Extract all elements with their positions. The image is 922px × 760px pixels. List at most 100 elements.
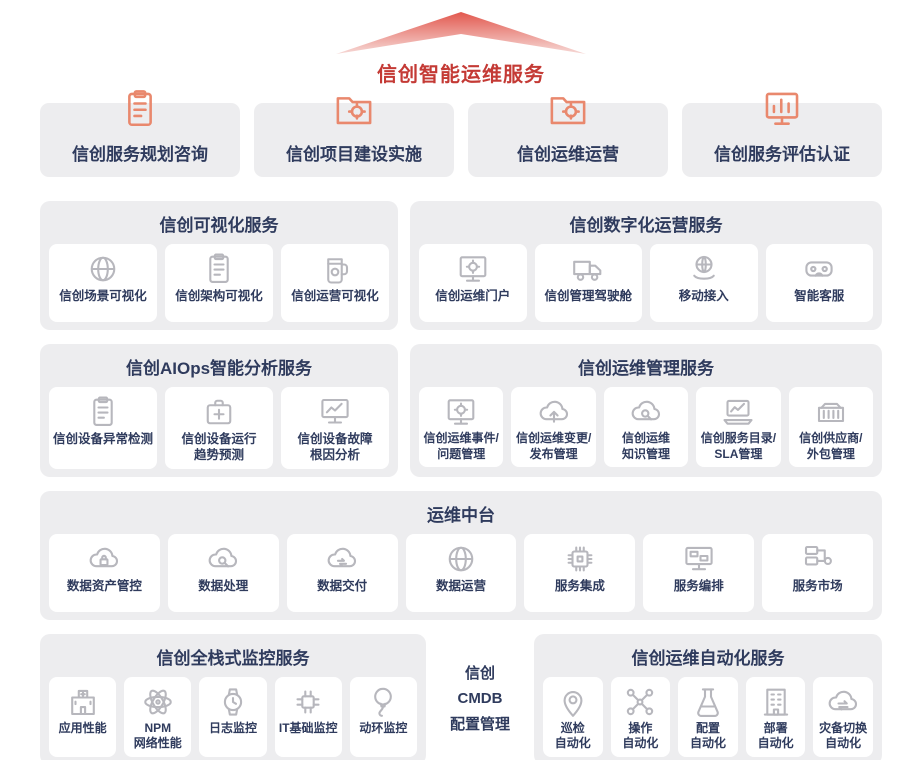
visualization-cards: 信创场景可视化信创架构可视化信创运营可视化 <box>49 244 389 322</box>
service-card: 信创运维变更/ 发布管理 <box>511 387 596 468</box>
clipboard-icon <box>118 87 162 131</box>
service-card: 信创运维运营 <box>468 97 668 177</box>
service-card-label: 信创服务规划咨询 <box>72 145 208 164</box>
service-card-label: 信创运维变更/ 发布管理 <box>515 431 592 461</box>
service-card-label: 数据运营 <box>436 578 487 593</box>
medkit-icon <box>201 394 237 430</box>
chip-icon <box>562 541 598 577</box>
service-card: 移动接入 <box>650 244 758 322</box>
service-card: 信创服务规划咨询 <box>40 90 240 177</box>
service-card-label: 数据交付 <box>317 578 368 593</box>
service-card: 信创服务目录/ SLA管理 <box>696 387 781 468</box>
gear-screen-icon <box>455 251 491 287</box>
row-middle-platform: 运维中台 数据资产管控数据处理数据交付数据运营服务集成服务编排服务市场 <box>40 490 882 620</box>
service-card-label: 部署 自动化 <box>757 720 794 751</box>
service-card-label: 信创运维运营 <box>517 145 619 164</box>
flask-icon <box>690 684 726 720</box>
header-up-arrow-icon <box>40 0 882 54</box>
vr-headset-icon <box>801 251 837 287</box>
folder-gear-icon <box>546 87 590 131</box>
aiops-cards: 信创设备异常检测信创设备运行 趋势预测信创设备故障 根因分析 <box>49 387 389 469</box>
service-card-label: NPM 网络性能 <box>133 720 182 751</box>
service-card-label: 信创运维事件/ 问题管理 <box>423 431 499 461</box>
service-card-label: 信创项目建设实施 <box>286 145 422 164</box>
building-icon <box>758 684 794 720</box>
service-card: IT基础监控 <box>274 676 342 757</box>
panel-title: 信创可视化服务 <box>159 216 279 235</box>
cloud-switch-icon <box>825 684 861 720</box>
panel-middle-platform: 运维中台 数据资产管控数据处理数据交付数据运营服务集成服务编排服务市场 <box>40 490 882 620</box>
ops-management-cards: 信创运维事件/ 问题管理信创运维变更/ 发布管理信创运维 知识管理信创服务目录/… <box>419 387 874 468</box>
service-card: 信创运维事件/ 问题管理 <box>419 387 504 468</box>
service-card-label: 灾备切换 自动化 <box>819 720 868 751</box>
person-pin-icon <box>555 684 591 720</box>
balloon-icon <box>365 684 401 720</box>
service-card: 日志监控 <box>199 676 267 757</box>
container-icon <box>813 394 849 430</box>
service-card-label: IT基础监控 <box>278 720 338 735</box>
clipboard-icon <box>85 394 121 430</box>
service-card-label: 服务市场 <box>792 578 843 593</box>
cloud-up-icon <box>536 394 572 430</box>
service-card: 信创项目建设实施 <box>254 97 454 177</box>
service-card-label: 信创架构可视化 <box>175 289 263 303</box>
service-card-label: 信创供应商/ 外包管理 <box>799 431 863 461</box>
service-card-label: 服务编排 <box>673 578 724 593</box>
service-card: 信创场景可视化 <box>49 244 157 322</box>
service-card: 信创管理驾驶舱 <box>534 244 642 322</box>
service-card: 服务编排 <box>643 533 755 612</box>
service-card: 操作 自动化 <box>610 676 671 757</box>
hand-globe-icon <box>686 251 722 287</box>
panel-ops-management-services: 信创运维管理服务 信创运维事件/ 问题管理信创运维变更/ 发布管理信创运维 知识… <box>410 344 882 477</box>
service-card: 信创设备运行 趋势预测 <box>165 387 273 469</box>
panel-title: 信创全栈式监控服务 <box>156 648 310 668</box>
gear-screen-icon <box>443 394 479 430</box>
panel-automation-services: 信创运维自动化服务 巡检 自动化操作 自动化配置 自动化部署 自动化灾备切换 自… <box>534 633 882 760</box>
automation-cards: 巡检 自动化操作 自动化配置 自动化部署 自动化灾备切换 自动化 <box>543 676 873 757</box>
service-card-label: 移动接入 <box>678 289 729 303</box>
cmdb-config-management-box: 信创 CMDB 配置管理 <box>438 633 522 760</box>
service-card: 信创运维门户 <box>419 244 527 322</box>
service-card: 信创供应商/ 外包管理 <box>788 387 874 468</box>
globe-icon <box>85 251 121 287</box>
service-card: 数据资产管控 <box>49 533 160 612</box>
globe-icon <box>443 541 479 577</box>
panel-visualization-services: 信创可视化服务 信创场景可视化信创架构可视化信创运营可视化 <box>40 201 398 330</box>
service-card-label: 信创运维门户 <box>435 289 511 303</box>
clipboard-icon <box>201 251 237 287</box>
service-card-label: 信创场景可视化 <box>59 289 147 303</box>
cloud-search-icon <box>628 394 664 430</box>
service-card: 信创运维 知识管理 <box>603 387 689 468</box>
service-card: 数据运营 <box>405 533 517 612</box>
middle-platform-cards: 数据资产管控数据处理数据交付数据运营服务集成服务编排服务市场 <box>49 533 874 612</box>
laptop-chart-icon <box>720 394 756 430</box>
folder-gear-icon <box>332 87 376 131</box>
service-card: NPM 网络性能 <box>124 676 192 757</box>
cloud-lock-icon <box>86 541 122 577</box>
panel-aiops-services: 信创AIOps智能分析服务 信创设备异常检测信创设备运行 趋势预测信创设备故障 … <box>40 344 398 477</box>
service-card-label: 信创设备异常检测 <box>52 432 153 446</box>
circuit-icon <box>290 684 326 720</box>
panel-title: 运维中台 <box>427 505 495 525</box>
service-card-label: 配置 自动化 <box>689 720 726 751</box>
service-card-label: 信创服务评估认证 <box>714 145 850 164</box>
panel-title: 信创AIOps智能分析服务 <box>125 359 313 378</box>
service-card-label: 日志监控 <box>209 720 258 735</box>
service-card-label: 信创服务目录/ SLA管理 <box>700 431 777 461</box>
service-card-label: 信创设备运行 趋势预测 <box>181 432 257 463</box>
service-card: 信创设备异常检测 <box>49 387 157 469</box>
service-card-label: 服务集成 <box>554 578 605 593</box>
service-card-label: 应用性能 <box>58 720 107 735</box>
service-card: 信创服务评估认证 <box>682 92 882 177</box>
monitor-nodes-icon <box>681 541 717 577</box>
service-card: 数据交付 <box>286 533 398 612</box>
nodes-icon <box>622 684 658 720</box>
hospital-icon <box>65 684 101 720</box>
service-card-label: 信创管理驾驶舱 <box>544 289 632 303</box>
service-card: 巡检 自动化 <box>543 676 603 757</box>
top-services-row: 信创服务规划咨询 信创项目建设实施 信创运维运营 信创服务评估认证 <box>40 90 882 177</box>
service-card: 配置 自动化 <box>678 676 738 757</box>
service-card-label: 数据资产管控 <box>66 578 142 593</box>
